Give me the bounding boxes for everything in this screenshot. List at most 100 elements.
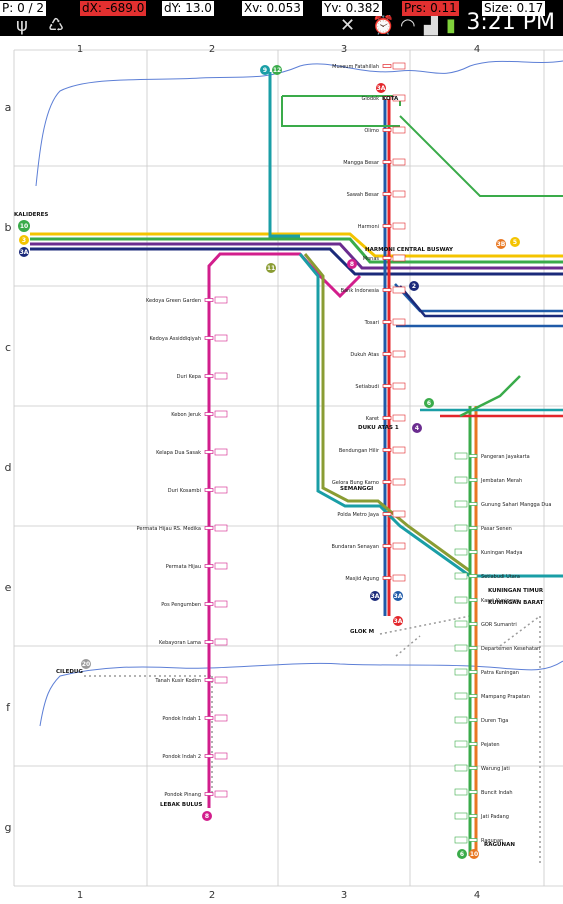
corridor-6-stop-code-box <box>454 572 468 580</box>
corridor-6-stop-code-box <box>454 524 468 532</box>
corridor-1-station-label: Glodok <box>362 96 380 102</box>
pointer-debug-overlay: P: 0 / 2 dX: -689.0 dY: 13.0 Xv: 0.053 Y… <box>0 0 563 17</box>
corridor-1-station-marker <box>382 128 392 132</box>
grid-col-1: 1 <box>77 44 83 55</box>
corridor-6-station-label: Ragunan <box>481 838 503 844</box>
corridor-1-stop-code-box <box>392 158 406 166</box>
corridor-1-station-marker <box>382 352 392 356</box>
corridor-1-stop-code-box <box>392 574 406 582</box>
corridor-1-stop-code-box <box>392 190 406 198</box>
corridor-1-station-marker <box>382 480 392 484</box>
alarm-icon: ⏰ <box>372 15 395 36</box>
corridor-8-stop-code-box <box>214 790 228 798</box>
corridor-8-station-label: Pondok Pinang <box>164 792 201 798</box>
corridor-8-station-label: Duri Kepa <box>177 374 201 380</box>
corridor-8-stop-code-box <box>214 334 228 342</box>
corridor-6-station-marker <box>468 790 478 794</box>
grid-col-1-bottom: 1 <box>77 890 83 900</box>
corridor-1-station-marker <box>382 96 392 100</box>
badge-8: 8 <box>350 261 354 268</box>
badge-11: 11 <box>267 265 275 272</box>
corridor-1-station-marker <box>382 320 392 324</box>
corridor-6-station-label: Gunung Sahari Mangga Dua <box>481 502 551 508</box>
overlay-dy: dY: 13.0 <box>162 1 214 16</box>
corridor-9-line <box>298 253 563 578</box>
corridor-8-station-label: Pos Pengumben <box>161 602 201 608</box>
corridor-1-stop-code-box <box>392 126 406 134</box>
corridor-1-stop-code-box <box>392 254 406 262</box>
mute-icon: ✕ <box>340 15 356 36</box>
badge-9: 9 <box>263 67 267 74</box>
corridor-6-station-marker <box>468 550 478 554</box>
grid-col-2-bottom: 2 <box>209 890 215 900</box>
grid-column-labels: 1 2 3 4 1 2 3 4 <box>77 44 480 901</box>
grid-row-f: f <box>6 701 11 714</box>
corridor-1-stop-code-box <box>392 286 406 294</box>
corridor-6-station-marker <box>468 502 478 506</box>
corridor-8-station-marker <box>204 564 214 568</box>
corridor-6-station-marker <box>468 526 478 530</box>
battery-charging-icon: ▮ <box>446 15 456 36</box>
transit-map[interactable]: 1 2 3 4 1 2 3 4 a b c d e f g <box>0 36 563 901</box>
corridor-8-stop-code-box <box>214 600 228 608</box>
corridor-6-station-marker <box>468 814 478 818</box>
corridor-1-station-label: Mangga Besar <box>343 160 380 166</box>
corridor-6-station-label: Pejaten <box>481 742 500 748</box>
corridor-1-station-label: Polda Metro Jaya <box>337 512 379 518</box>
station-lebak-bulus: LEBAK BULUS <box>160 802 202 808</box>
overlay-pointer: P: 0 / 2 <box>0 1 47 16</box>
badge-3a-bottom: 3A <box>371 593 380 600</box>
badge-6-bottom: 6 <box>460 851 464 858</box>
corridor-8-station-marker <box>204 298 214 302</box>
corridor-6-station-label: Pasar Senen <box>481 526 512 532</box>
corridor-8-station-marker <box>204 374 214 378</box>
grid-row-c: c <box>5 341 11 354</box>
corridor-5-line <box>399 115 563 197</box>
corridor-6-station-label: Warung Jati <box>481 766 510 772</box>
corridor-8-station-marker <box>204 488 214 492</box>
grid-row-g: g <box>5 821 12 834</box>
corridor-6-station-marker <box>468 478 478 482</box>
badge-3a: 3A <box>20 249 29 256</box>
corridor-6-stop-code-box <box>454 812 468 820</box>
overlay-dx: dX: -689.0 <box>80 1 147 16</box>
overlay-size: Size: 0.17 <box>482 1 546 16</box>
signal-icon: ▟ <box>424 15 438 36</box>
badge-1: 3A <box>377 85 386 92</box>
corridor-8-station-label: Kebon Jeruk <box>171 412 201 418</box>
corridor-1-stop-code-box <box>392 510 406 518</box>
corridor-8-stop-code-box <box>214 638 228 646</box>
corridor-8-stop-code-box <box>214 486 228 494</box>
corridor-8-stop-code-box <box>214 524 228 532</box>
grid-col-3-bottom: 3 <box>341 890 347 900</box>
corridor-6-station-label: Departemen Kesehatan <box>481 646 540 652</box>
corridor-6-stop-code-box <box>454 740 468 748</box>
transit-map-svg: 1 2 3 4 1 2 3 4 a b c d e f g <box>0 36 563 901</box>
corridor-8-station-marker <box>204 412 214 416</box>
grid-row-labels: a b c d e f g <box>5 101 12 834</box>
corridor-6-station-marker <box>468 646 478 650</box>
badge-10-bottom: 10 <box>470 851 478 858</box>
corridor-8-station-marker <box>204 754 214 758</box>
station-kuningan-timur: KUNINGAN TIMUR <box>488 588 544 594</box>
corridor-1-stop-code-box <box>392 414 406 422</box>
corridor-1-station-marker <box>382 448 392 452</box>
corridor-6-station-label: Duren Tiga <box>481 718 508 724</box>
corridor-6-station-label: Karet Kuningan <box>481 598 519 604</box>
corridor-1-station-label: Bendungan Hilir <box>339 448 380 454</box>
corridor-6-station-label: Setiabudi Utara <box>481 574 520 580</box>
corridor-8-station-label: Kelapa Dua Sasak <box>156 450 201 456</box>
grid-col-3: 3 <box>341 44 347 55</box>
station-kota: KOTA <box>382 96 399 102</box>
corridor-8-stop-code-box <box>214 296 228 304</box>
corridor-12-line <box>268 72 300 238</box>
corridor-1-station-label: Setiabudi <box>355 384 379 390</box>
badge-2a: 3A <box>394 593 403 600</box>
corridor-8-station-marker <box>204 678 214 682</box>
overlay-prs: Prs: 0.11 <box>402 1 459 16</box>
corridor-8-station-label: Permata Hijau <box>166 564 201 570</box>
corridor-8-station-marker <box>204 336 214 340</box>
overlay-xv: Xv: 0.053 <box>242 1 303 16</box>
badge-8-bottom: 8 <box>205 813 209 820</box>
